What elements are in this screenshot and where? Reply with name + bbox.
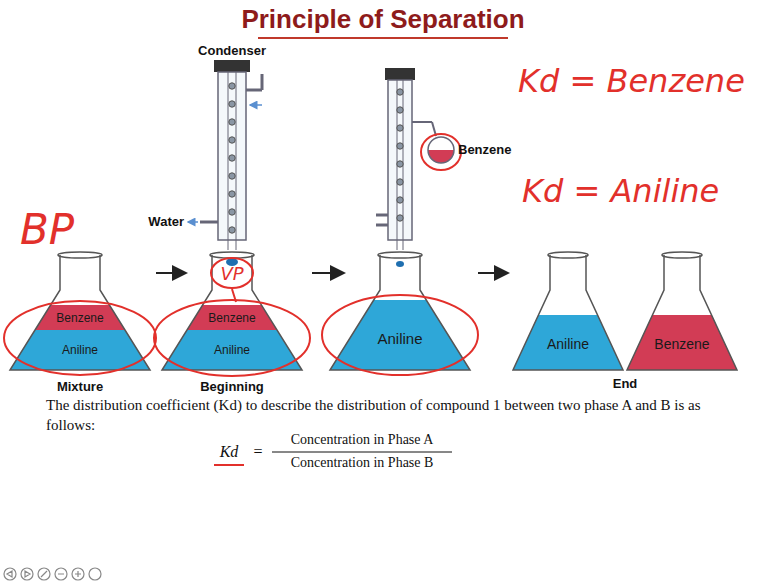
condenser (188, 60, 262, 266)
coil-bead (229, 137, 235, 143)
toolbar-icons (4, 568, 101, 580)
stage-arrows (156, 272, 508, 274)
liquid-layer: Aniline (192, 333, 272, 367)
part-label: Benzene (458, 142, 511, 157)
coil-bead (397, 179, 403, 185)
coil-bead (397, 215, 403, 221)
coil-bead (397, 89, 403, 95)
stage-label: Mixture (57, 379, 103, 394)
part-label: Water (148, 214, 184, 229)
condenser (376, 68, 461, 267)
handwritten-note: VP (220, 263, 243, 284)
coil-bead (397, 125, 403, 131)
layer-label: Aniline (214, 343, 250, 357)
layer-label: Benzene (56, 311, 103, 325)
liquid-layer: Aniline (355, 318, 445, 358)
coil-bead (229, 173, 235, 179)
coil-bead (397, 197, 403, 203)
layer-label: Benzene (208, 311, 255, 325)
coil-bead (229, 83, 235, 89)
coil-bead (229, 119, 235, 125)
liquid-layer: Aniline (40, 333, 120, 367)
handwritten-note: BP (20, 205, 74, 254)
coil-bead (229, 155, 235, 161)
coil-bead (229, 227, 235, 233)
layer-label: Aniline (377, 330, 422, 347)
coil-bead (397, 143, 403, 149)
coil-bead (229, 101, 235, 107)
liquids (10, 300, 737, 370)
liquid-layer: Benzene (45, 306, 115, 329)
layer-label: Aniline (62, 343, 98, 357)
title-underline (258, 37, 508, 39)
flask-outlines (10, 252, 737, 370)
layer-label: Aniline (547, 336, 589, 352)
handwritten-note: Kd = Aniline (522, 172, 719, 210)
coil-bead (229, 209, 235, 215)
layer-label: Benzene (654, 336, 709, 352)
stage-label: End (613, 376, 638, 391)
formula-denominator: Concentration in Phase B (291, 455, 434, 471)
fraction-bar (272, 452, 452, 453)
liquid-layer: Benzene (639, 325, 725, 363)
part-label: Condenser (198, 43, 266, 58)
coil-bead (397, 161, 403, 167)
coil-bead (229, 191, 235, 197)
handwritten-note: Kd = Benzene (518, 62, 745, 100)
stage-label: Beginning (200, 379, 264, 394)
liquid-layer: Aniline (525, 325, 611, 363)
title: Principle of Separation (0, 4, 766, 35)
annotation-strokes (4, 258, 478, 465)
liquid-layer: Benzene (197, 306, 267, 329)
formula-numerator: Concentration in Phase A (291, 432, 434, 448)
formula-symbol: Kd (220, 443, 239, 461)
coil-bead (397, 107, 403, 113)
note: The distribution coefficient (Kd) to des… (46, 395, 736, 435)
formula-symbol: = (253, 443, 262, 461)
